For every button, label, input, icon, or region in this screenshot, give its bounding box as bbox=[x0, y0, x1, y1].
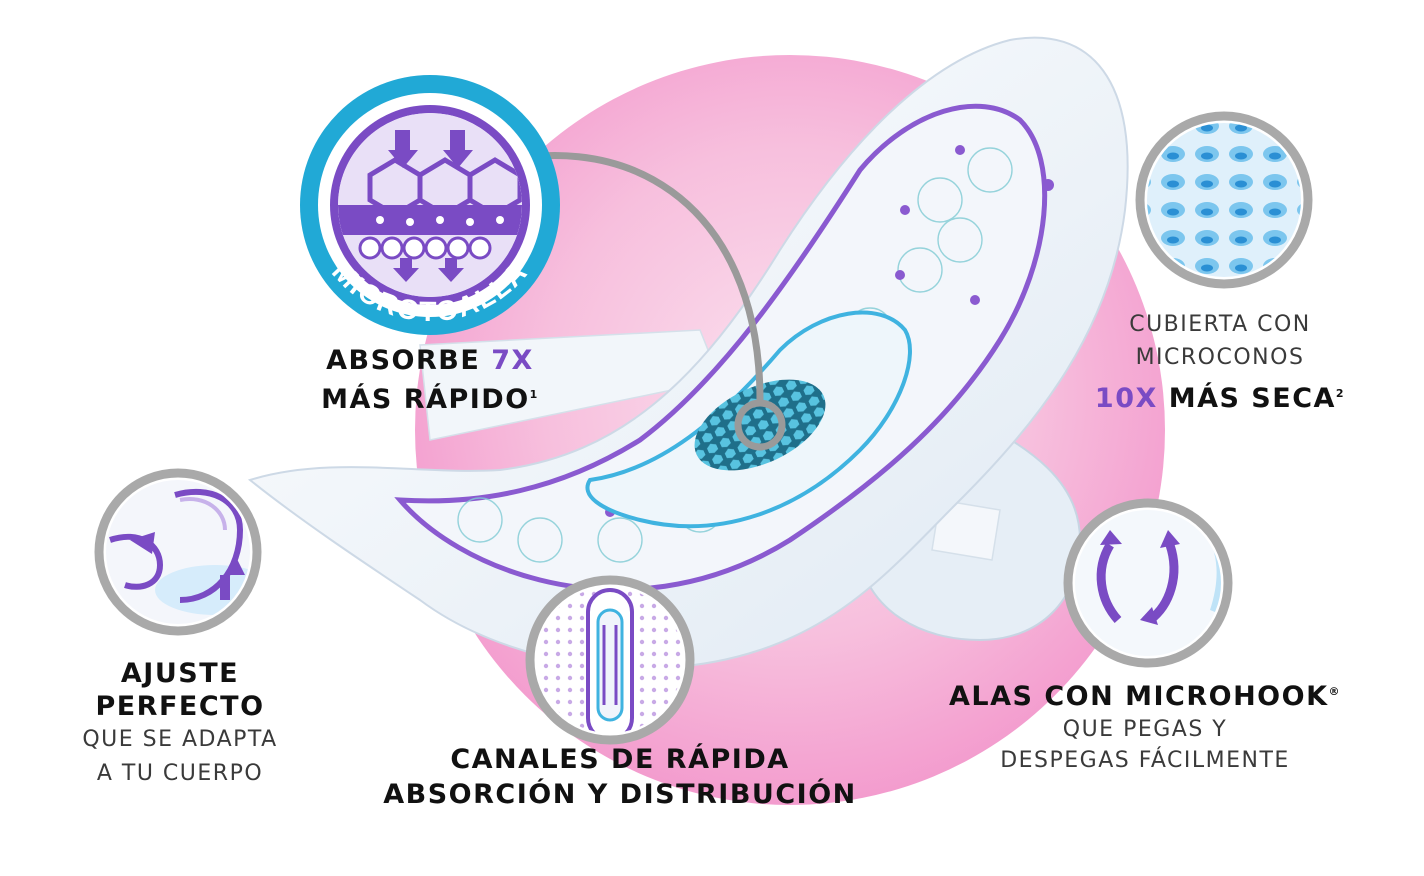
cubierta-text: CUBIERTA CON MICROCONOS 10X MÁS SECA2 bbox=[1050, 308, 1390, 419]
cubierta-footnote: 2 bbox=[1335, 387, 1346, 400]
badge-top-word: NUEVA bbox=[362, 17, 497, 66]
alas-registered: ® bbox=[1328, 685, 1341, 698]
alas-text: ALAS CON MICROHOOK® QUE PEGAS Y DESPEGAS… bbox=[910, 675, 1380, 776]
microtoalla-badge: NUEVA MICROTOALLA bbox=[300, 17, 560, 335]
cubierta-line3: MÁS SECA bbox=[1157, 383, 1336, 414]
alas-line1: ALAS CON MICROHOOK bbox=[948, 681, 1329, 712]
ajuste-line1: AJUSTE bbox=[120, 658, 240, 689]
alas-line2: QUE PEGAS Y bbox=[1062, 717, 1228, 742]
ajuste-text: AJUSTE PERFECTO QUE SE ADAPTA A TU CUERP… bbox=[20, 657, 340, 791]
ajuste-line3: QUE SE ADAPTA bbox=[82, 727, 278, 752]
canales-text: CANALES DE RÁPIDA ABSORCIÓN Y DISTRIBUCI… bbox=[340, 742, 900, 812]
hex-core bbox=[694, 379, 826, 471]
cubierta-line2: MICROCONOS bbox=[1135, 345, 1305, 370]
absorbe-accent: 7X bbox=[491, 345, 534, 376]
alas-circle bbox=[1063, 498, 1233, 668]
absorbe-text: ABSORBE 7X MÁS RÁPIDO1 bbox=[260, 344, 600, 417]
absorbe-footnote: 1 bbox=[529, 388, 539, 401]
ajuste-line2: PERFECTO bbox=[95, 691, 265, 722]
cubierta-accent: 10X bbox=[1094, 383, 1158, 414]
absorbe-line2: MÁS RÁPIDO bbox=[321, 384, 530, 415]
microconos-circle bbox=[1135, 111, 1313, 289]
canales-line1: CANALES DE RÁPIDA bbox=[450, 744, 790, 775]
ajuste-line4: A TU CUERPO bbox=[96, 761, 264, 786]
canales-line2: ABSORCIÓN Y DISTRIBUCIÓN bbox=[383, 779, 857, 810]
ajuste-circle bbox=[94, 468, 262, 636]
cubierta-line1: CUBIERTA CON bbox=[1129, 312, 1311, 337]
canales-circle bbox=[525, 575, 695, 745]
absorbe-prefix: ABSORBE bbox=[326, 345, 492, 376]
alas-line3: DESPEGAS FÁCILMENTE bbox=[1000, 748, 1290, 773]
